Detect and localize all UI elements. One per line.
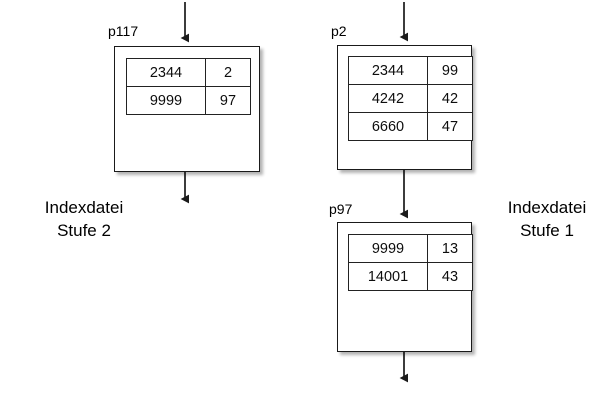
cell-pointer: 13 <box>427 234 473 263</box>
table-row: 2344 99 <box>348 56 473 85</box>
cell-key: 2344 <box>126 58 206 87</box>
cell-pointer: 97 <box>205 86 251 115</box>
key-table-p2: 2344 99 4242 42 6660 47 <box>348 56 473 141</box>
cell-pointer: 43 <box>427 262 473 291</box>
cell-pointer: 47 <box>427 112 473 141</box>
cell-pointer: 42 <box>427 84 473 113</box>
caption-right-line1: Indexdatei <box>507 198 587 217</box>
key-table-p97: 9999 13 14001 43 <box>348 234 473 291</box>
cell-key: 14001 <box>348 262 428 291</box>
node-label-p117: p117 <box>108 23 139 39</box>
caption-left-line1: Indexdatei <box>44 198 124 217</box>
cell-key: 9999 <box>348 234 428 263</box>
node-label-p2: p2 <box>331 23 347 39</box>
caption-left-line2: Stufe 2 <box>57 221 111 240</box>
caption-right-line2: Stufe 1 <box>520 221 574 240</box>
cell-key: 6660 <box>348 112 428 141</box>
table-row: 6660 47 <box>348 112 473 141</box>
table-row: 2344 2 <box>126 58 251 87</box>
node-label-p97: p97 <box>329 201 353 217</box>
cell-key: 4242 <box>348 84 428 113</box>
key-table-p117: 2344 2 9999 97 <box>126 58 251 115</box>
caption-right: Indexdatei Stufe 1 <box>488 196 606 242</box>
table-row: 14001 43 <box>348 262 473 291</box>
caption-left: Indexdatei Stufe 2 <box>14 196 154 242</box>
cell-pointer: 99 <box>427 56 473 85</box>
table-row: 4242 42 <box>348 84 473 113</box>
cell-key: 9999 <box>126 86 206 115</box>
table-row: 9999 97 <box>126 86 251 115</box>
table-row: 9999 13 <box>348 234 473 263</box>
cell-pointer: 2 <box>205 58 251 87</box>
cell-key: 2344 <box>348 56 428 85</box>
